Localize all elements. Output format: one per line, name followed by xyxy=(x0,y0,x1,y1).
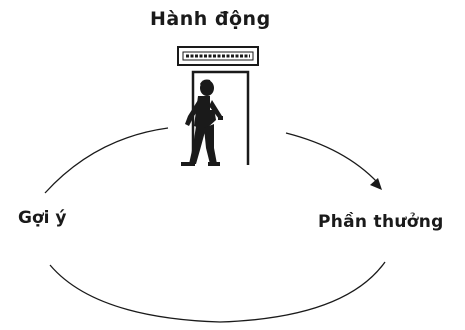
label-cue: Gợi ý xyxy=(18,208,66,228)
label-action: Hành động xyxy=(150,8,271,30)
arc-action-to-reward xyxy=(286,133,378,183)
arrowhead-icon xyxy=(370,178,382,190)
arc-reward-to-cue xyxy=(50,262,385,322)
person-walking-icon xyxy=(181,80,223,167)
exit-sign-icon xyxy=(178,47,258,65)
arc-cue-to-action xyxy=(45,128,168,193)
door-exit-icon xyxy=(178,47,258,165)
label-reward: Phần thưởng xyxy=(318,212,444,232)
